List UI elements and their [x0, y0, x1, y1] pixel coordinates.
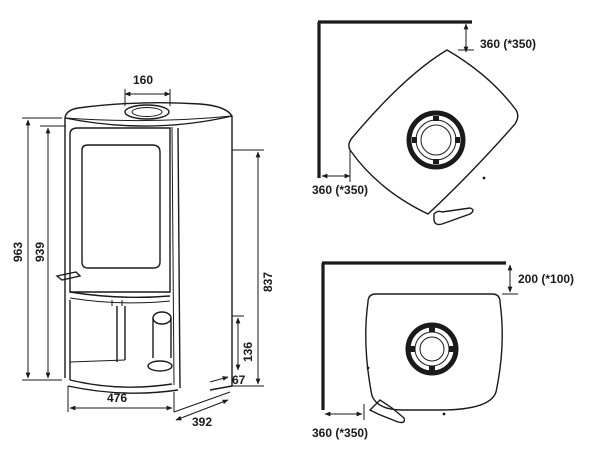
- dim-corner-top: 360 (*350): [458, 23, 536, 53]
- dim-wall-side-label: 360 (*350): [312, 426, 368, 440]
- dim-wall-back: 200 (*100): [502, 264, 574, 295]
- corner-stove-outline: [348, 49, 519, 226]
- dim-corner-left-label: 360 (*350): [312, 183, 368, 197]
- dim-width: 476: [67, 386, 175, 412]
- dim-depth: 392: [173, 391, 231, 429]
- wall-lines: [321, 261, 506, 410]
- dim-total-height: 963: [11, 117, 62, 381]
- front-view: 160 963 939 837 136: [11, 73, 275, 429]
- dim-body-height: 939: [33, 125, 66, 379]
- dim-base-depth: 67: [209, 373, 246, 387]
- dim-flue-width: 160: [124, 73, 171, 106]
- dim-depth-label: 392: [192, 415, 212, 429]
- dim-flue-outlet-height: 837: [232, 149, 275, 387]
- dim-air-inlet-height: 136: [232, 315, 255, 371]
- dim-total-height-label: 963: [11, 242, 25, 262]
- dim-corner-top-label: 360 (*350): [480, 37, 536, 51]
- dim-wall-side: 360 (*350): [312, 404, 368, 440]
- dim-width-label: 476: [107, 391, 127, 405]
- dim-wall-back-label: 200 (*100): [518, 272, 574, 286]
- dim-flue-width-label: 160: [133, 73, 153, 87]
- wall-stove-outline: [365, 293, 503, 424]
- dim-base-depth-label: 67: [232, 373, 246, 387]
- stove-front-outline: [55, 101, 233, 394]
- corner-walls: [317, 20, 472, 178]
- wall-install-view: 200 (*100) 360 (*350): [312, 261, 574, 440]
- dim-corner-left: 360 (*350): [312, 150, 368, 197]
- dim-air-inlet-height-label: 136: [241, 342, 255, 362]
- dim-body-height-label: 939: [33, 242, 47, 262]
- corner-install-view: 360 (*350) 360 (*350): [312, 20, 536, 226]
- dim-flue-outlet-height-label: 837: [261, 272, 275, 292]
